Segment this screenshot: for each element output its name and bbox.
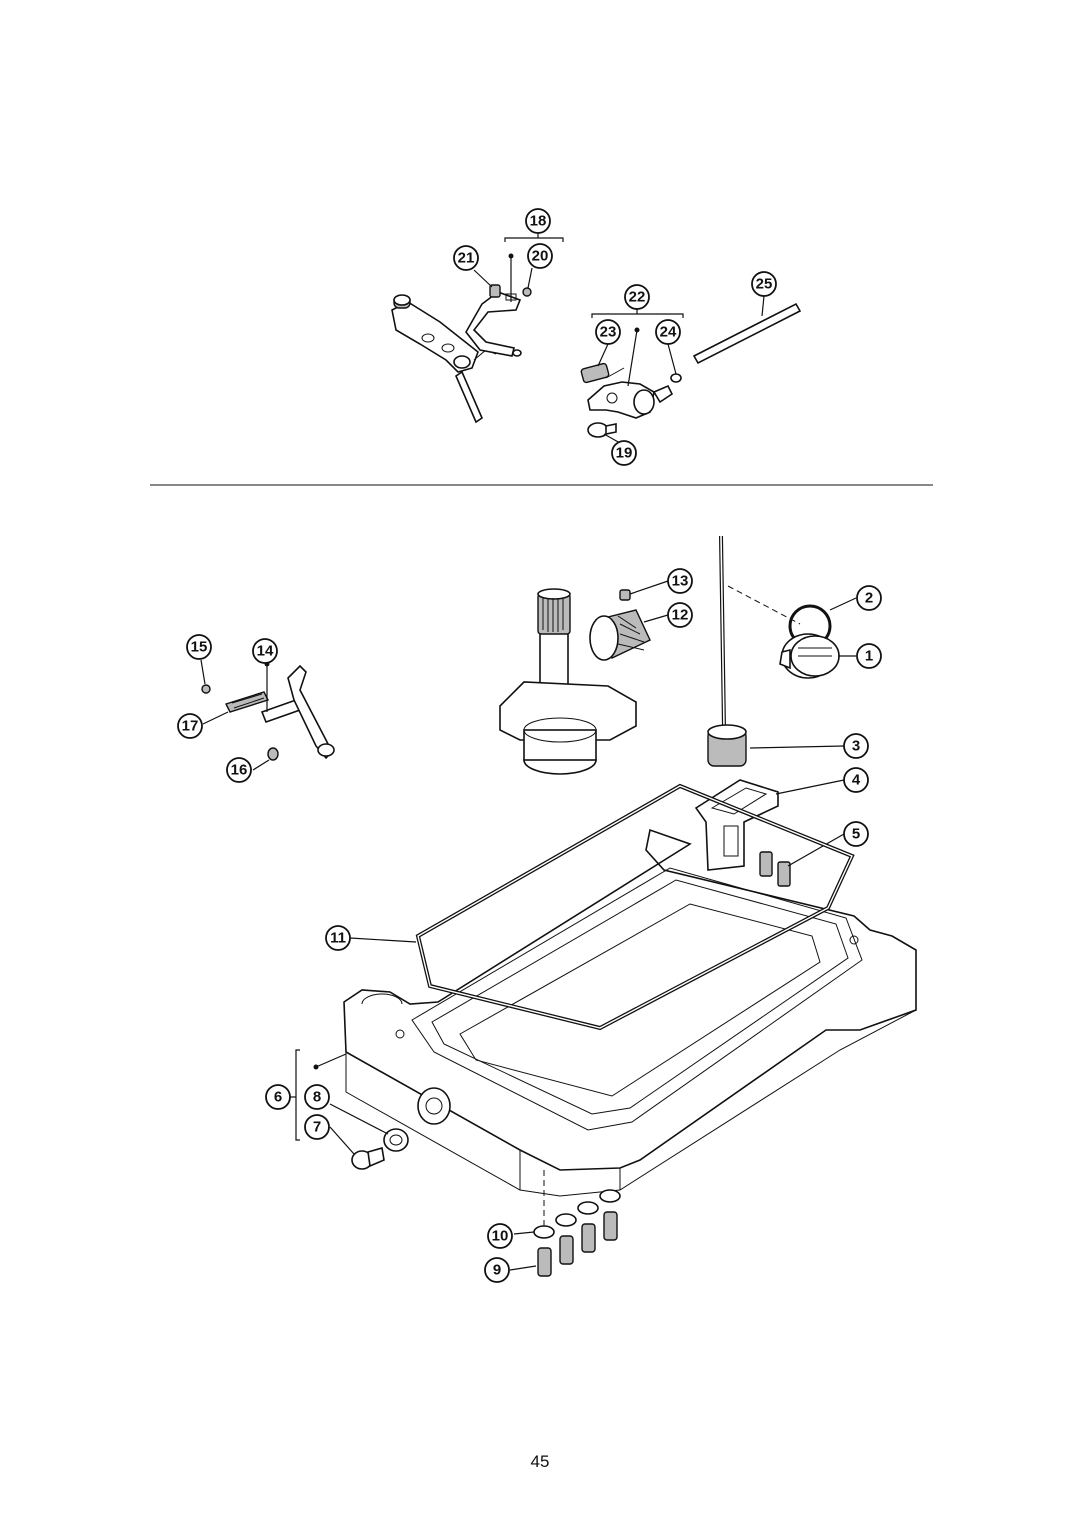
svg-text:14: 14 xyxy=(257,643,274,660)
splined-shaft-part xyxy=(499,588,637,775)
bracket-group-18 xyxy=(504,233,564,242)
clamp-fitting-part xyxy=(580,362,682,419)
svg-text:5: 5 xyxy=(852,826,860,843)
svg-text:22: 22 xyxy=(629,289,646,306)
svg-text:12: 12 xyxy=(672,607,689,624)
leader-25 xyxy=(761,295,765,317)
callout-7: 7 xyxy=(304,1114,330,1140)
callout-2: 2 xyxy=(856,585,882,611)
leader-6-dot xyxy=(315,1053,347,1068)
bolts-washers-part xyxy=(533,1170,621,1277)
leader-24 xyxy=(667,343,677,375)
callout-15: 15 xyxy=(186,634,212,660)
lever-arm-part xyxy=(391,294,497,424)
tube-part xyxy=(692,302,802,365)
svg-text:23: 23 xyxy=(600,324,617,341)
svg-text:4: 4 xyxy=(852,772,861,789)
leader-dot-6 xyxy=(313,1064,319,1070)
bracket-group-6 xyxy=(290,1049,300,1141)
callout-25: 25 xyxy=(751,271,777,297)
svg-text:21: 21 xyxy=(458,250,475,267)
callout-13: 13 xyxy=(667,568,693,594)
callout-5: 5 xyxy=(843,821,869,847)
leader-13 xyxy=(629,580,669,595)
screws-5-part xyxy=(759,851,791,887)
leader-20 xyxy=(527,267,533,289)
callout-24: 24 xyxy=(655,319,681,345)
svg-text:9: 9 xyxy=(493,1262,501,1279)
svg-text:7: 7 xyxy=(313,1119,321,1136)
callout-22: 22 xyxy=(624,284,650,310)
callout-4: 4 xyxy=(843,767,869,793)
callout-21: 21 xyxy=(453,245,479,271)
gasket-part xyxy=(415,783,855,1031)
level-gauge-part xyxy=(707,535,747,767)
page-number: 45 xyxy=(530,1452,550,1471)
leader-17 xyxy=(202,711,229,725)
leader-19 xyxy=(603,433,621,444)
callout-16: 16 xyxy=(226,757,252,783)
leader-7 xyxy=(329,1126,355,1155)
oil-pan-part xyxy=(343,828,917,1197)
bent-rod-part xyxy=(465,284,532,357)
alignment-line xyxy=(727,585,801,625)
oil-cap-part xyxy=(779,604,840,679)
callout-1: 1 xyxy=(856,643,882,669)
callout-8: 8 xyxy=(304,1084,330,1110)
svg-text:13: 13 xyxy=(672,573,689,590)
screw-19-part xyxy=(587,422,617,438)
svg-text:18: 18 xyxy=(530,213,547,230)
svg-text:24: 24 xyxy=(660,324,677,341)
callout-18: 18 xyxy=(525,208,551,234)
leader-21 xyxy=(473,269,493,288)
leader-2 xyxy=(829,597,857,611)
drain-plug-part xyxy=(351,1128,409,1170)
leader-10 xyxy=(513,1231,535,1235)
callout-11: 11 xyxy=(325,925,351,951)
leader-22-dot xyxy=(627,329,638,387)
svg-text:20: 20 xyxy=(532,248,549,265)
svg-text:11: 11 xyxy=(330,930,346,947)
leader-16 xyxy=(252,759,270,771)
leader-8 xyxy=(329,1103,389,1135)
callout-14: 14 xyxy=(252,638,278,664)
callout-23: 23 xyxy=(595,319,621,345)
leader-5 xyxy=(787,833,845,867)
svg-text:8: 8 xyxy=(313,1089,321,1106)
svg-text:25: 25 xyxy=(756,276,773,293)
leader-15 xyxy=(200,659,206,685)
leader-9 xyxy=(509,1265,537,1271)
leader-3 xyxy=(749,745,845,749)
svg-text:17: 17 xyxy=(182,718,199,735)
svg-text:15: 15 xyxy=(191,639,208,656)
callout-9: 9 xyxy=(484,1257,510,1283)
bushing-part xyxy=(589,589,651,661)
leader-12 xyxy=(643,614,669,623)
svg-text:19: 19 xyxy=(616,445,633,462)
svg-text:10: 10 xyxy=(492,1228,509,1245)
callout-12: 12 xyxy=(667,602,693,628)
svg-text:3: 3 xyxy=(852,738,860,755)
callout-6: 6 xyxy=(265,1084,291,1110)
svg-text:1: 1 xyxy=(865,648,873,665)
leader-4 xyxy=(775,779,845,795)
leader-dot-22 xyxy=(634,327,640,333)
leader-dot-18 xyxy=(508,253,514,259)
svg-text:16: 16 xyxy=(231,762,248,779)
callout-20: 20 xyxy=(527,243,553,269)
callout-17: 17 xyxy=(177,713,203,739)
callout-19: 19 xyxy=(611,440,637,466)
leader-23 xyxy=(597,343,609,367)
callout-10: 10 xyxy=(487,1223,513,1249)
spring-linkage-part xyxy=(201,664,335,761)
callout-3: 3 xyxy=(843,733,869,759)
svg-text:2: 2 xyxy=(865,590,873,607)
bracket-group-22 xyxy=(591,309,684,318)
svg-text:6: 6 xyxy=(274,1089,282,1106)
leader-11 xyxy=(349,937,417,943)
